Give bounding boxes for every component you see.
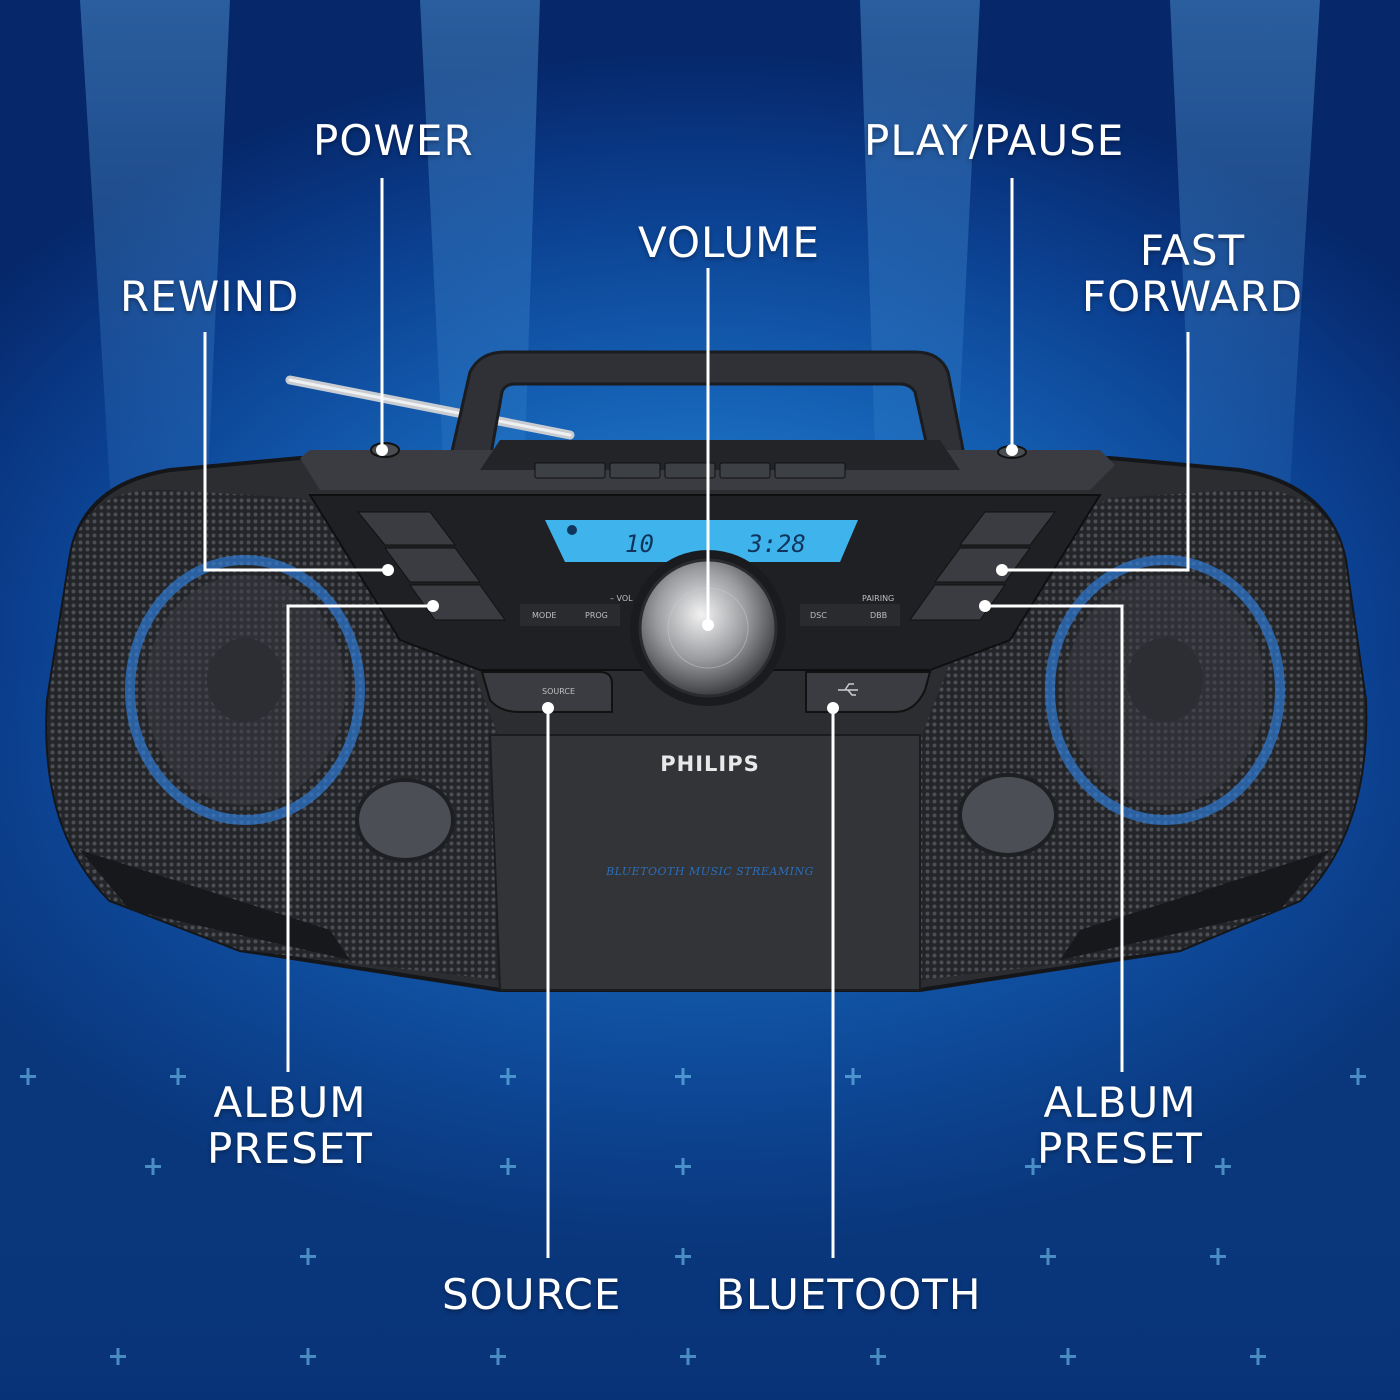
antenna (285, 375, 575, 440)
album-preset-right-line2: PRESET (1037, 1124, 1203, 1173)
play-pause-label: PLAY/PAUSE (864, 116, 1125, 165)
play-pause-dot (1006, 444, 1018, 456)
album-preset-right-dot (979, 600, 991, 612)
mode-label: MODE (532, 611, 557, 620)
power-dot (376, 444, 388, 456)
mode-prog-strip (520, 604, 620, 626)
album-preset-right-line1: ALBUM (1043, 1078, 1197, 1127)
pairing-label: PAIRING (862, 594, 895, 603)
volume-label: VOLUME (638, 218, 820, 267)
tagline-text: BLUETOOTH MUSIC STREAMING (606, 865, 814, 878)
display-indicator-icon (567, 525, 577, 535)
rewind-dot (382, 564, 394, 576)
album-preset-left-line1: ALBUM (213, 1078, 367, 1127)
rewind-line (203, 332, 388, 572)
album-preset-right-label: ALBUM PRESET (1030, 1080, 1210, 1172)
brand-logo: PHILIPS (660, 752, 760, 776)
floor-grid-dots (20, 1068, 1366, 1365)
lcd-display (545, 520, 858, 562)
fast-forward-label-line1: FAST (1139, 226, 1246, 275)
album-preset-left-dot (427, 600, 439, 612)
album-preset-right-line (985, 604, 1124, 1072)
display-time: 3:28 (748, 530, 806, 558)
rewind-label: REWIND (120, 272, 300, 321)
vol-label: – VOL (610, 594, 633, 603)
album-preset-left-line2: PRESET (207, 1124, 373, 1173)
fast-forward-label-line2: FORWARD (1081, 272, 1304, 321)
bluetooth-dot (827, 702, 839, 714)
display-track-number: 10 (625, 530, 654, 558)
cd-door (488, 734, 921, 991)
album-preset-left-label: ALBUM PRESET (200, 1080, 380, 1172)
source-button[interactable] (480, 671, 613, 713)
bluetooth-label: BLUETOOTH (716, 1270, 982, 1319)
usb-icon (838, 683, 858, 696)
dbb-label: DBB (870, 611, 888, 620)
play-pause-button[interactable] (958, 511, 1057, 546)
album-preset-right-button[interactable] (909, 584, 1006, 621)
dsc-dbb-strip (800, 604, 900, 626)
source-dot (542, 702, 554, 714)
cassette-buttons (534, 462, 846, 479)
source-label: SOURCE (442, 1270, 622, 1319)
prog-label: PROG (585, 611, 608, 620)
rewind-button[interactable] (384, 547, 481, 583)
album-preset-left-line (286, 604, 433, 1072)
fast-forward-label: FAST FORWARD (1075, 228, 1310, 320)
right-speaker (920, 489, 1366, 980)
dsc-label: DSC (810, 611, 827, 620)
fast-forward-line (1002, 332, 1190, 572)
power-label: POWER (313, 116, 474, 165)
fast-forward-dot (996, 564, 1008, 576)
bluetooth-button[interactable] (805, 671, 932, 713)
right-control-buttons (909, 511, 1057, 621)
stop-button[interactable] (356, 511, 457, 546)
left-control-buttons (356, 511, 506, 621)
source-button-label: SOURCE (542, 687, 576, 696)
callout-dots (376, 444, 1018, 714)
callout-lines (203, 178, 1190, 1258)
volume-dot (702, 619, 714, 631)
